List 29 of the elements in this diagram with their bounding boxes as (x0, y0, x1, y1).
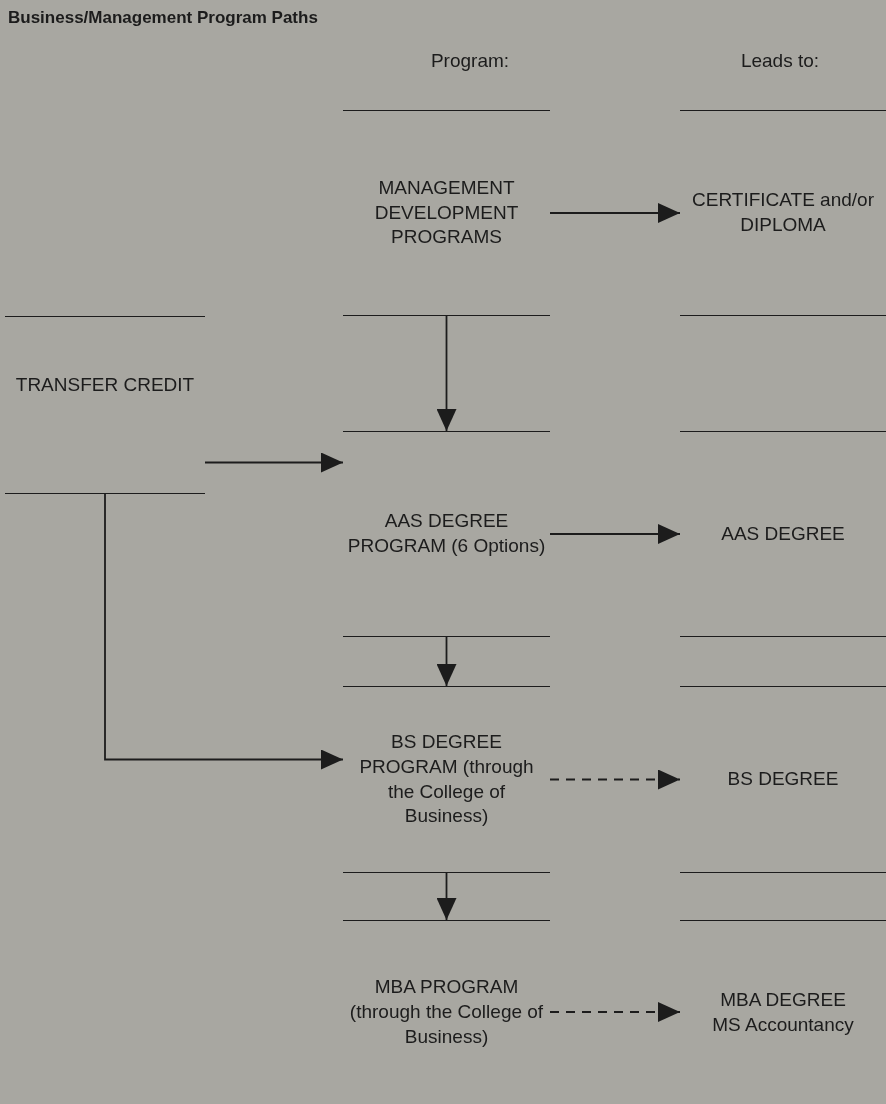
node-text: MS Accountancy (712, 1012, 854, 1037)
program-band (5, 316, 205, 494)
node-text: CERTIFICATE and/or DIPLOMA (691, 188, 875, 237)
title: Business/Management Program Paths (8, 8, 318, 28)
arrow (549, 769, 681, 790)
program-band (343, 686, 550, 873)
arrow (549, 524, 681, 544)
node-text: AAS DEGREE PROGRAM (6 Options) (346, 509, 547, 558)
arrow (204, 452, 344, 473)
node-text: BS DEGREE PROGRAM (through the College of Business) (358, 730, 535, 829)
arrow (549, 1002, 681, 1022)
node-text: MANAGEMENT DEVELOPMENT PROGRAMS (373, 175, 520, 250)
arrow (436, 872, 457, 921)
node-text: TRANSFER CREDIT (15, 372, 195, 397)
program-band (680, 110, 886, 316)
arrow (104, 493, 344, 770)
program-band (343, 110, 550, 316)
program-band (680, 431, 886, 637)
column-header: Leads to: (740, 50, 820, 72)
arrow (549, 203, 681, 223)
node-text: MBA PROGRAM (through the College of Business) (348, 975, 545, 1049)
node-text: BS DEGREE (727, 767, 839, 792)
arrow (436, 315, 457, 432)
column-header: Program: (430, 50, 510, 72)
program-band (343, 431, 550, 637)
program-band (680, 686, 886, 873)
node-text: AAS DEGREE (721, 521, 845, 546)
node-text: MBA DEGREE (720, 987, 846, 1012)
arrow (436, 636, 457, 687)
